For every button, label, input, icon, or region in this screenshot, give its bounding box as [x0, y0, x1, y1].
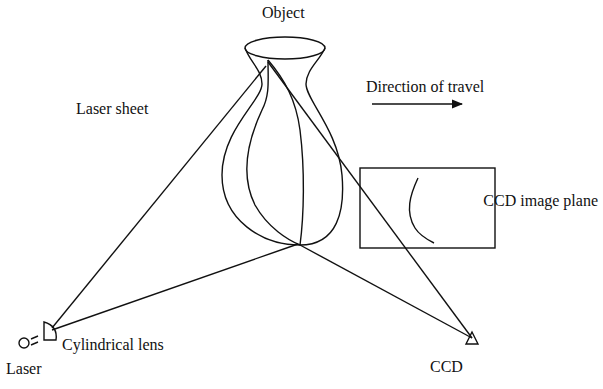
laser-beam-mark	[31, 336, 38, 339]
image-stripe	[409, 178, 434, 243]
ccd-sensor	[466, 332, 478, 344]
laser-sheet-ray	[52, 66, 266, 328]
lens-label: Cylindrical lens	[62, 336, 164, 354]
ccd-view-ray	[268, 62, 472, 338]
image-plane-label: CCD image plane	[483, 192, 598, 210]
image-plane-rect	[360, 168, 495, 248]
laser-label: Laser	[6, 360, 42, 378]
travel-arrow	[372, 103, 462, 104]
laser-sheet-label: Laser sheet	[76, 100, 148, 118]
laser-stripe	[247, 60, 300, 245]
laser-source	[19, 338, 29, 348]
laser-sheet-ray	[52, 244, 298, 330]
object-rim	[245, 37, 325, 59]
cylindrical-lens	[44, 322, 56, 340]
object-label: Object	[262, 4, 305, 22]
laser-stripe-back	[268, 60, 303, 245]
laser-beam-mark	[31, 342, 38, 345]
ccd-label: CCD	[430, 358, 463, 376]
ccd-view-ray	[300, 245, 472, 338]
object-outline	[222, 48, 343, 245]
travel-label: Direction of travel	[366, 78, 484, 96]
